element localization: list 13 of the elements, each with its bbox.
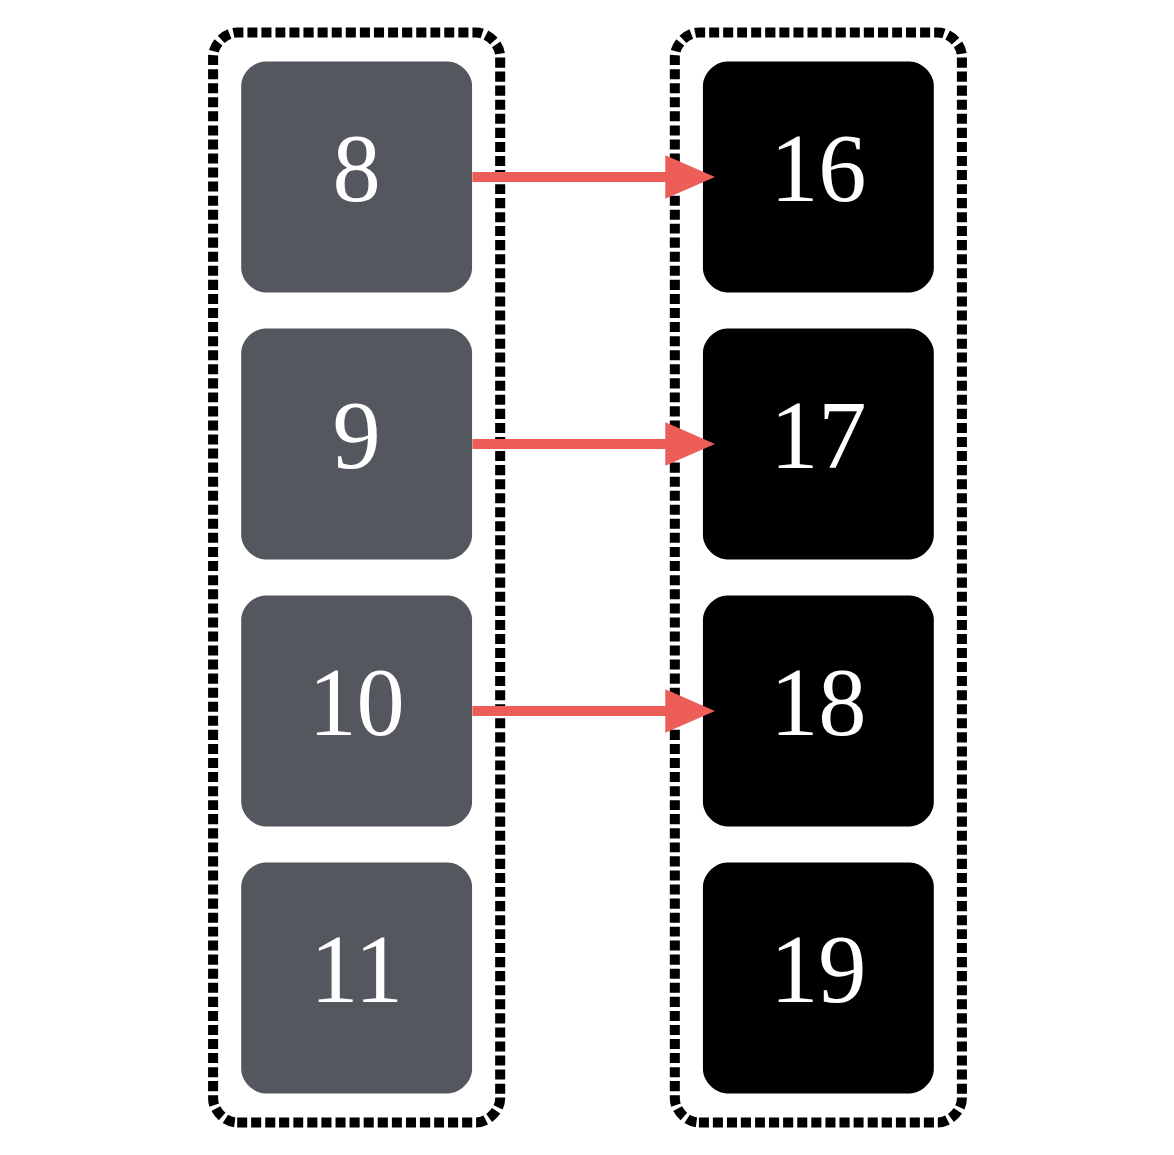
arrow	[471, 689, 715, 733]
node-box: 11	[240, 862, 472, 1094]
cluster	[207, 27, 505, 1128]
arrow	[471, 155, 715, 199]
node-box: 9	[240, 328, 472, 560]
cluster	[669, 27, 967, 1128]
node-box: 16	[702, 61, 934, 293]
node-box: 18	[702, 595, 934, 827]
node-box: 17	[702, 328, 934, 560]
node-box: 19	[702, 862, 934, 1094]
node-box: 8	[240, 61, 472, 293]
arrow	[471, 422, 715, 466]
node-box: 10	[240, 595, 472, 827]
